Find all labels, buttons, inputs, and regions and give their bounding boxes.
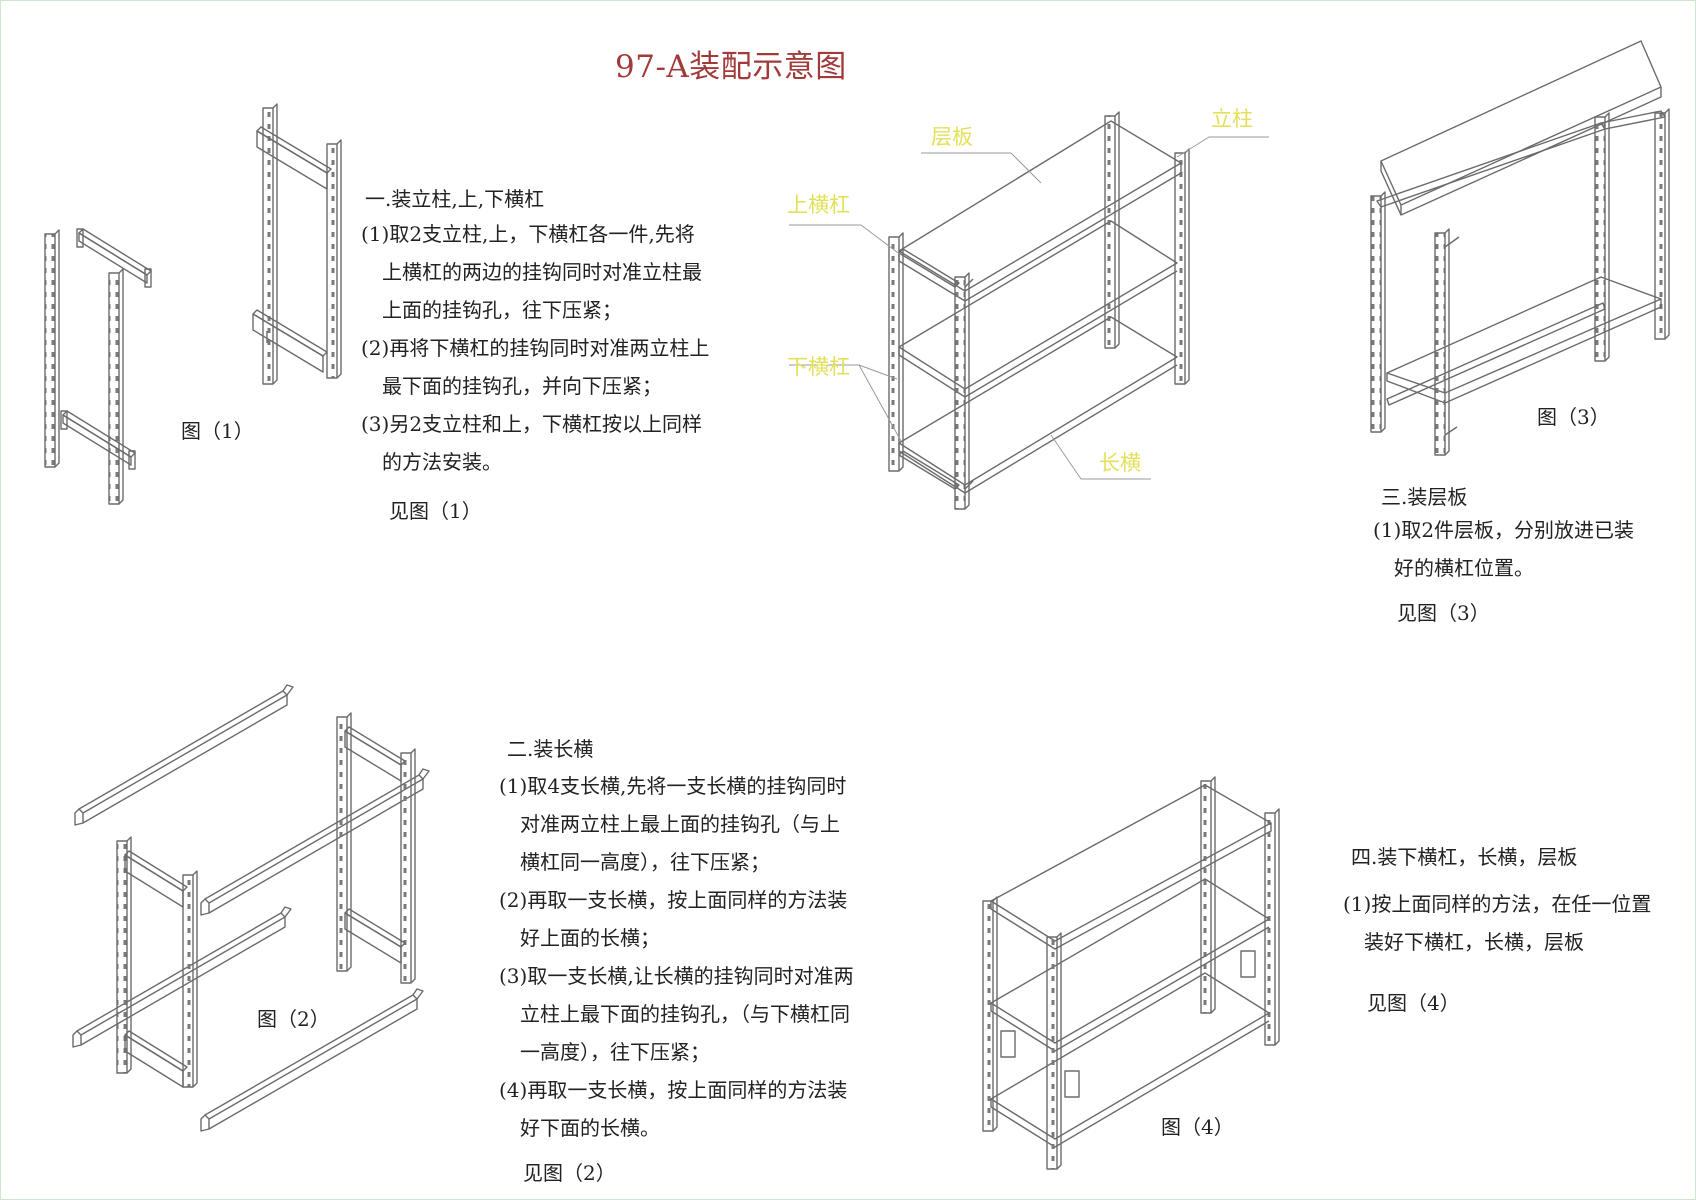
figure-1-post-left <box>44 229 60 468</box>
figure-2-long-bar-2 <box>200 768 430 916</box>
figure-3-drawing <box>1370 40 1670 456</box>
step-1-instructions: (1)取2支立柱,上，下横杠各一件,先将 上横杠的两边的挂钩同时对准立柱最 上面… <box>361 215 761 481</box>
step-1-item-1: (1)取2支立柱,上，下横杠各一件,先将 上横杠的两边的挂钩同时对准立柱最 上面… <box>361 222 702 322</box>
step-1-figure-ref: 见图（1） <box>389 499 482 523</box>
figure-4-drawing <box>982 776 1280 1170</box>
step-2-item-4: (4)再取一支长横，按上面同样的方法装 好下面的长横。 <box>499 1078 848 1140</box>
figure-1-bottom-bar <box>60 410 136 470</box>
step-1-item-2: (2)再将下横杠的挂钩同时对准两立柱上 最下面的挂钩孔，并向下压紧； <box>361 336 710 398</box>
step-4-heading: 四.装下横杠，长横，层板 <box>1351 845 1578 869</box>
labeled-shelf-drawing <box>789 111 1269 510</box>
figure-4-caption: 图（4） <box>1161 1115 1234 1139</box>
step-2-item-3: (3)取一支长横,让长横的挂钩同时对准两 立柱上最下面的挂钩孔，（与下横杠同 一… <box>499 964 854 1064</box>
figure-1-assembled-frame <box>252 103 342 385</box>
step-4-instructions: (1)按上面同样的方法，在任一位置 装好下横杠，长横，层板 <box>1343 885 1693 961</box>
figure-1-post-right <box>108 268 124 505</box>
step-3-figure-ref: 见图（3） <box>1397 601 1490 625</box>
figure-2-long-bar-1 <box>74 684 294 826</box>
callout-bottom-bar: 下横杠 <box>787 355 850 379</box>
callout-shelf: 层板 <box>931 125 973 149</box>
figure-3-caption: 图（3） <box>1537 405 1610 429</box>
figure-2-caption: 图（2） <box>257 1007 330 1031</box>
figure-2-back-frame <box>336 712 416 984</box>
figure-2-front-frame <box>116 836 198 1088</box>
step-1-heading: 一.装立柱,上,下横杠 <box>365 187 545 211</box>
figure-1-drawing <box>44 103 342 505</box>
step-2-item-2: (2)再取一支长横，按上面同样的方法装 好上面的长横； <box>499 888 848 950</box>
step-2-instructions: (1)取4支长横,先将一支长横的挂钩同时 对准两立柱上最上面的挂钩孔（与上 横杠… <box>499 767 919 1147</box>
step-4-item-1: (1)按上面同样的方法，在任一位置 装好下横杠，长横，层板 <box>1343 892 1652 954</box>
callout-long-bar: 长横 <box>1099 451 1141 475</box>
figure-1-caption: 图（1） <box>181 419 254 443</box>
callout-top-bar: 上横杠 <box>787 193 850 217</box>
step-2-item-1: (1)取4支长横,先将一支长横的挂钩同时 对准两立柱上最上面的挂钩孔（与上 横杠… <box>499 774 847 874</box>
step-1-item-3: (3)另2支立柱和上，下横杠按以上同样 的方法安装。 <box>361 412 703 474</box>
step-3-heading: 三.装层板 <box>1381 485 1468 509</box>
page-title: 97-A装配示意图 <box>615 49 847 85</box>
figure-2-long-bar-4 <box>200 988 424 1132</box>
callout-post: 立柱 <box>1211 107 1253 131</box>
step-3-item-1: (1)取2件层板，分别放进已装 好的横杠位置。 <box>1373 518 1635 580</box>
figure-1-top-bar <box>76 228 152 288</box>
step-4-figure-ref: 见图（4） <box>1367 991 1460 1015</box>
step-2-figure-ref: 见图（2） <box>523 1161 616 1185</box>
step-2-heading: 二.装长横 <box>507 737 594 761</box>
figure-2-drawing <box>72 684 430 1132</box>
step-3-instructions: (1)取2件层板，分别放进已装 好的横杠位置。 <box>1373 511 1683 587</box>
